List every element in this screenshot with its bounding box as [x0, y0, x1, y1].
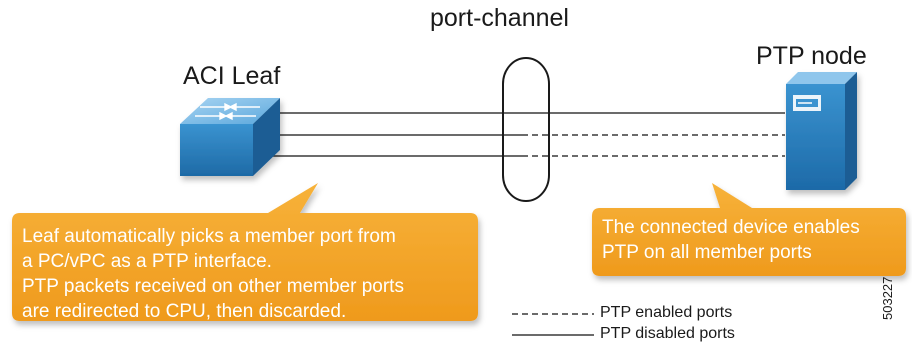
ptp-node-label: PTP node — [756, 42, 867, 70]
left-callout-line: PTP packets received on other member por… — [22, 276, 404, 297]
left-callout-line: a PC/vPC as a PTP interface. — [22, 251, 272, 272]
port-channel-bundle — [502, 57, 550, 202]
connections — [268, 112, 785, 157]
port-channel-label: port-channel — [430, 4, 569, 32]
left-callout-text: Leaf automatically picks a member port f… — [22, 224, 404, 324]
left-callout-box — [12, 183, 478, 321]
right-callout-text: The connected device enables PTP on all … — [602, 215, 860, 265]
left-callout-line: Leaf automatically picks a member port f… — [22, 226, 396, 247]
right-callout-box — [592, 183, 906, 276]
right-callout-line: PTP on all member ports — [602, 242, 812, 263]
ptp-node-server-icon — [786, 72, 857, 190]
legend-dashed-label: PTP enabled ports — [600, 304, 733, 321]
document-id: 503227 — [880, 276, 895, 320]
left-callout-line: are redirected to CPU, then discarded. — [22, 301, 347, 322]
legend-solid-label: PTP disabled ports — [600, 325, 735, 342]
aci-leaf-label: ACI Leaf — [183, 62, 281, 90]
aci-leaf-switch-icon — [180, 98, 280, 176]
right-callout-line: The connected device enables — [602, 217, 860, 238]
